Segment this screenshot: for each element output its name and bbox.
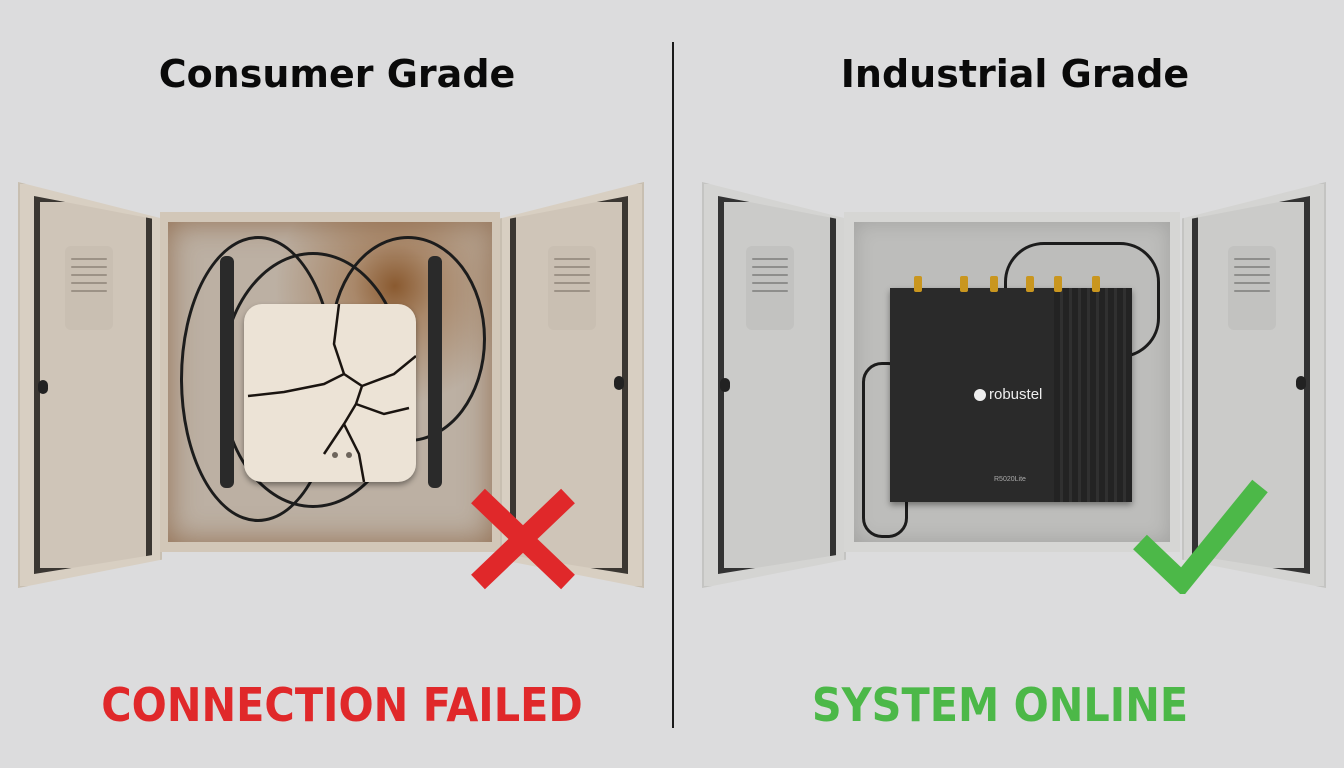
vent-icon	[746, 246, 794, 330]
left-door	[18, 182, 162, 588]
industrial-grade-title: Industrial Grade	[840, 52, 1190, 96]
connection-failed-label: CONNECTION FAILED	[101, 678, 583, 732]
rusty-enclosure	[160, 212, 500, 552]
antenna-icon	[220, 256, 234, 488]
vent-icon	[65, 246, 113, 330]
left-door	[702, 182, 846, 588]
cracked-router	[244, 304, 416, 482]
antenna-connector-icon	[1026, 276, 1034, 292]
crack-icon	[247, 304, 416, 482]
center-divider	[672, 42, 674, 728]
brand-logo: robustel	[974, 386, 1042, 403]
red-x-icon	[471, 488, 575, 590]
right-door	[1182, 182, 1326, 588]
antenna-connector-icon	[1092, 276, 1100, 292]
antenna-connector-icon	[960, 276, 968, 292]
vent-icon	[1228, 246, 1276, 330]
antenna-connector-icon	[1054, 276, 1062, 292]
right-door	[500, 182, 644, 588]
door-latch-icon	[1296, 376, 1306, 390]
model-label: R5020Lite	[994, 476, 1026, 483]
antenna-connector-icon	[914, 276, 922, 292]
vent-icon	[548, 246, 596, 330]
industrial-router: robustel R5020Lite	[890, 288, 1132, 502]
door-latch-icon	[614, 376, 624, 390]
antenna-icon	[428, 256, 442, 488]
door-latch-icon	[38, 380, 48, 394]
door-latch-icon	[720, 378, 730, 392]
clean-enclosure: robustel R5020Lite	[844, 212, 1180, 552]
system-online-label: SYSTEM ONLINE	[811, 678, 1189, 732]
antenna-connector-icon	[990, 276, 998, 292]
robustel-logo-icon	[974, 388, 986, 401]
consumer-grade-title: Consumer Grade	[158, 52, 516, 96]
green-check-icon	[1133, 479, 1268, 594]
